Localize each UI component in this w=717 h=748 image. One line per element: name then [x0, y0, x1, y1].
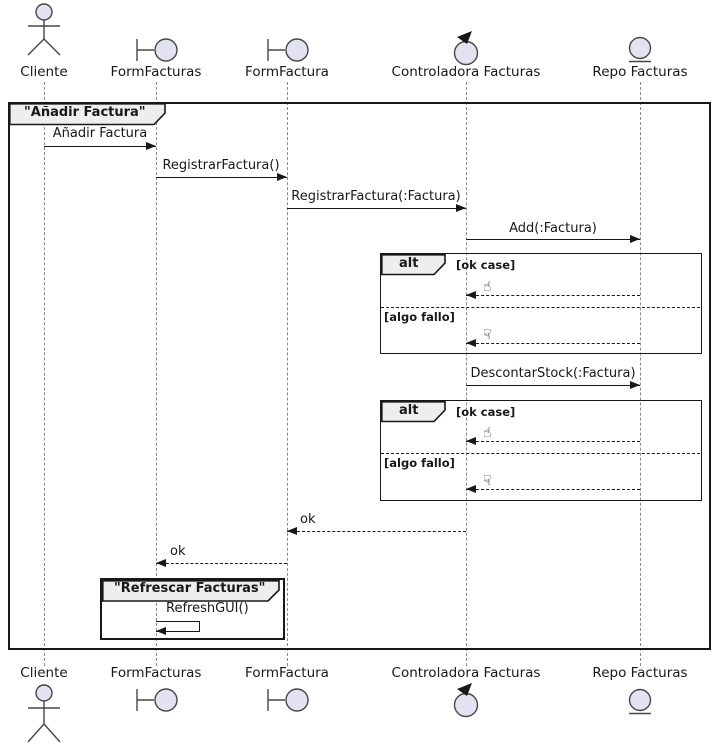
entity-icon: [626, 36, 654, 64]
control-icon: [450, 30, 482, 66]
return-arrow: [466, 295, 640, 296]
return-arrow: [466, 441, 640, 442]
frame-anadir-factura: [8, 102, 711, 650]
alt-fragment-2: [380, 400, 702, 501]
alt-operator-tab: [381, 254, 448, 276]
participant-label-repo: Repo Facturas: [592, 64, 688, 80]
alt-operator: alt: [399, 256, 419, 271]
participant-label-formfacturas: FormFacturas: [110, 64, 202, 80]
lifeline-controladora: [466, 82, 467, 666]
message-arrow: [466, 239, 640, 240]
message-label: RegistrarFactura(:Factura): [291, 189, 461, 204]
participant-label-cliente: Cliente: [20, 64, 68, 80]
alt-guard-fail: [algo fallo]: [384, 310, 455, 324]
participant-label-repo: Repo Facturas: [592, 665, 688, 681]
message-arrow: [44, 146, 156, 147]
self-message-bottom: [156, 631, 200, 632]
arrowhead: [630, 380, 640, 389]
lifeline-formfactura: [287, 82, 288, 666]
group-refrescar-facturas: [100, 578, 285, 640]
boundary-icon: [265, 36, 311, 64]
alt-guard-ok: [ok case]: [456, 258, 516, 272]
actor-icon: [23, 684, 65, 746]
control-icon: [450, 682, 482, 718]
thumbs-up-icon: ☝: [483, 279, 492, 295]
alt-operator: alt: [399, 403, 419, 418]
message-label: DescontarStock(:Factura): [470, 366, 636, 381]
message-arrow: [287, 208, 466, 209]
return-arrow: [466, 489, 640, 490]
lifeline-cliente: [44, 82, 45, 666]
arrowhead: [156, 558, 166, 567]
lifeline-formfacturas: [156, 82, 157, 666]
frame-title: "Añadir Factura": [24, 105, 146, 120]
message-label: RegistrarFactura(): [162, 158, 280, 173]
participant-label-cliente: Cliente: [20, 665, 68, 681]
message-label: ok: [170, 544, 186, 559]
lifeline-repo: [640, 82, 641, 666]
return-arrow: [156, 563, 287, 564]
arrowhead: [156, 626, 166, 635]
self-message-top: [156, 621, 200, 622]
participant-label-formfactura: FormFactura: [245, 64, 329, 80]
arrowhead: [277, 172, 287, 181]
thumbs-up-icon: ☝: [483, 425, 492, 441]
arrowhead: [146, 141, 156, 150]
alt-guard-ok: [ok case]: [456, 405, 516, 419]
boundary-icon: [134, 686, 180, 714]
thumbs-down-icon: ☟: [483, 327, 492, 343]
message-label: RefreshGUI(): [166, 601, 249, 616]
entity-icon: [626, 688, 654, 716]
arrowhead: [466, 290, 476, 299]
message-label: Add(:Factura): [509, 221, 597, 236]
thumbs-down-icon: ☟: [483, 473, 492, 489]
arrowhead: [466, 338, 476, 347]
arrowhead: [466, 436, 476, 445]
frame-title-tab: [9, 103, 168, 126]
arrowhead: [466, 484, 476, 493]
arrowhead: [287, 526, 297, 535]
message-label: Añadir Factura: [52, 126, 148, 141]
arrowhead: [630, 234, 640, 243]
participant-label-controladora: Controladora Facturas: [391, 665, 541, 681]
boundary-icon: [134, 36, 180, 64]
group-title: "Refrescar Facturas": [114, 581, 266, 596]
alt-operator-tab: [381, 401, 448, 423]
alt-divider: [381, 453, 700, 454]
return-arrow: [287, 531, 466, 532]
participant-label-controladora: Controladora Facturas: [391, 64, 541, 80]
arrowhead: [456, 203, 466, 212]
message-arrow: [156, 177, 287, 178]
return-arrow: [466, 343, 640, 344]
alt-divider: [381, 307, 700, 308]
message-arrow: [466, 385, 640, 386]
group-title-tab: [101, 579, 282, 602]
message-label: ok: [300, 512, 316, 527]
alt-fragment-1: [380, 253, 702, 354]
participant-label-formfactura: FormFactura: [245, 665, 329, 681]
boundary-icon: [265, 686, 311, 714]
actor-icon: [23, 2, 65, 58]
alt-guard-fail: [algo fallo]: [384, 456, 455, 470]
self-message-side: [199, 621, 200, 631]
participant-label-formfacturas: FormFacturas: [110, 665, 202, 681]
